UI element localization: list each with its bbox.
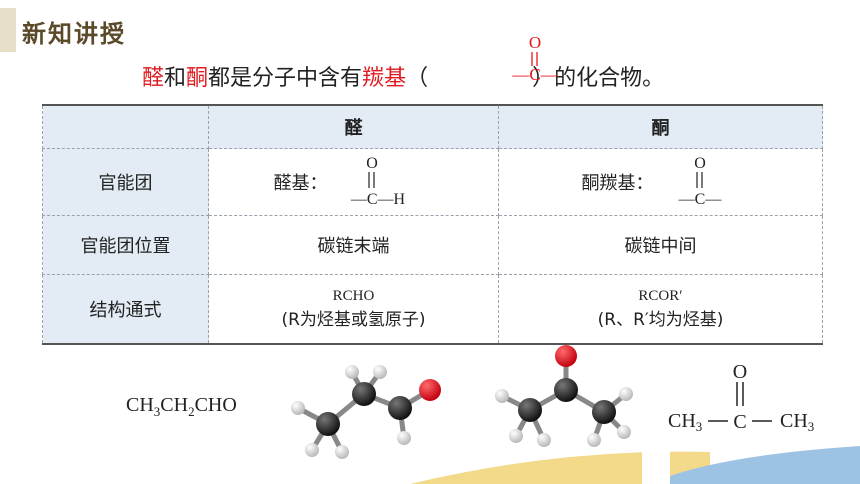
ketone-group-name: 酮羰基： [581, 173, 654, 194]
intro-close-paren: ）的化合物。 [532, 66, 665, 91]
ketone-general-formula: RCOR′ [638, 288, 683, 304]
intro-text: 都是分子中含有 [208, 66, 363, 91]
decorative-swoosh [410, 440, 860, 484]
acetone-model [495, 345, 633, 447]
header-blank [42, 104, 209, 149]
aldehyde-general-formula: RCHO [332, 288, 375, 304]
svg-text:CH3: CH3 [668, 410, 702, 434]
intro-sentence: 醛和酮都是分子中含有羰基（ ）的化合物。 [142, 60, 664, 92]
ketone-formula-note: (R、R′均为烃基) [597, 310, 724, 330]
svg-text:C: C [733, 411, 746, 433]
intro-ketone: 酮 [186, 66, 209, 91]
section-title: 新知讲授 [22, 19, 126, 48]
ketone-position: 碳链中间 [498, 215, 823, 275]
aldehyde-position: 碳链末端 [208, 215, 499, 275]
intro-carbonyl: 羰基 [362, 66, 407, 91]
svg-text:—C—: —C— [677, 191, 722, 208]
propanal-model [291, 365, 441, 459]
svg-text:O: O [694, 155, 706, 172]
svg-text:CH3: CH3 [780, 410, 814, 434]
table-row: 结构通式 RCHO (R为烃基或氢原子) RCOR′ (R、R′均为烃基) [42, 274, 823, 345]
carbonyl-formula: O —C— [511, 33, 558, 84]
aldehyde-formula-note: (R为烃基或氢原子) [281, 310, 426, 330]
carbonyl-C: —C— [511, 65, 558, 84]
acetone-formula: O CH3 C CH3 [668, 361, 814, 434]
svg-text:O: O [733, 361, 747, 383]
header-accent-bar [0, 8, 16, 52]
row-label-functional-group: 官能团 [42, 148, 209, 216]
table-row: 官能团 醛基： O —C—H 酮羰基： O —C— [42, 148, 823, 216]
svg-text:—C—H: —C—H [349, 191, 405, 208]
aldehyde-general-formula-cell: RCHO (R为烃基或氢原子) [208, 274, 499, 345]
row-label-general-formula: 结构通式 [42, 274, 209, 345]
aldehyde-group-structure: O —C—H [349, 155, 405, 208]
aldehyde-group-name: 醛基： [273, 173, 328, 194]
intro-and: 和 [164, 66, 187, 91]
header-ketone: 酮 [498, 104, 823, 149]
header-aldehyde: 醛 [208, 104, 499, 149]
intro-open-paren: （ [406, 66, 429, 91]
carbonyl-O: O [529, 33, 541, 52]
propanal-formula: CH3CH2CHO [126, 394, 237, 419]
svg-text:O: O [366, 155, 378, 172]
ketone-group-structure: O —C— [677, 155, 722, 208]
aldehyde-group-cell: 醛基： O —C—H [208, 148, 499, 216]
comparison-table: 醛 酮 官能团 醛基： O —C—H 酮羰基： O [42, 104, 823, 345]
ketone-group-cell: 酮羰基： O —C— [498, 148, 823, 216]
intro-aldehyde: 醛 [142, 66, 165, 91]
row-label-position: 官能团位置 [42, 215, 209, 275]
table-row: 官能团位置 碳链末端 碳链中间 [42, 215, 823, 275]
ketone-general-formula-cell: RCOR′ (R、R′均为烃基) [498, 274, 823, 345]
